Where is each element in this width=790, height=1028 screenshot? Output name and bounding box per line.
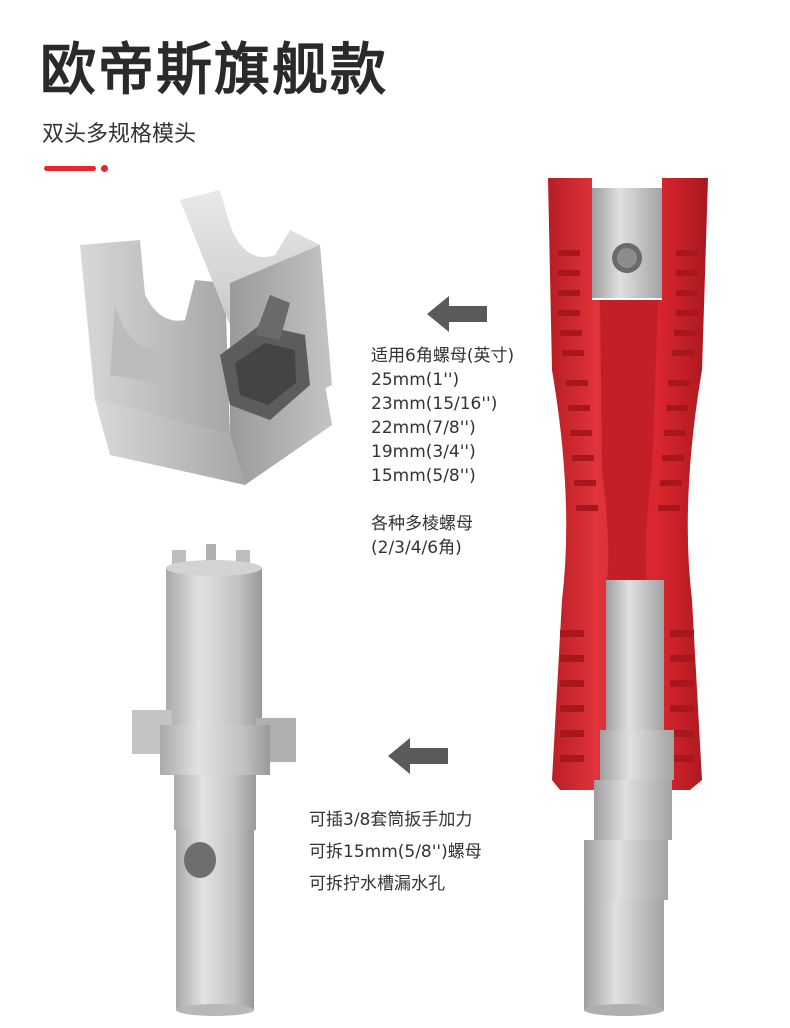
accent-dot	[101, 165, 108, 172]
spec-line: 19mm(3/4'')	[371, 442, 476, 462]
feature-line: 可插3/8套筒扳手加力	[309, 810, 473, 830]
red-wrench-tool-illustration	[548, 178, 708, 1016]
spec-list: 适用6角螺母(英寸) 25mm(1'') 23mm(15/16'') 22mm(…	[371, 344, 514, 488]
square-socket-head-illustration	[80, 190, 332, 485]
page-subtitle: 双头多规格模头	[42, 122, 197, 147]
feature-line: 可拆15mm(5/8'')螺母	[309, 842, 482, 862]
arrow-left-icon	[388, 738, 448, 774]
cylinder-socket-illustration	[132, 544, 296, 1016]
spec-line: 25mm(1'')	[371, 370, 460, 390]
feature-line: 可拆拧水槽漏水孔	[309, 874, 445, 894]
feature-list: 可插3/8套筒扳手加力 可拆15mm(5/8'')螺母 可拆拧水槽漏水孔	[309, 804, 482, 900]
multi-nut-line: 各种多棱螺母	[371, 514, 473, 534]
multi-nut-list: 各种多棱螺母 (2/3/4/6角)	[371, 512, 473, 560]
page-title: 欧帝斯旗舰款	[40, 38, 388, 103]
arrow-left-icon	[427, 296, 487, 332]
spec-line: 15mm(5/8'')	[371, 466, 476, 486]
spec-line: 22mm(7/8'')	[371, 418, 476, 438]
spec-line: 23mm(15/16'')	[371, 394, 498, 414]
spec-line: 适用6角螺母(英寸)	[371, 346, 515, 366]
multi-nut-line: (2/3/4/6角)	[371, 538, 462, 558]
accent-bar	[44, 166, 96, 171]
